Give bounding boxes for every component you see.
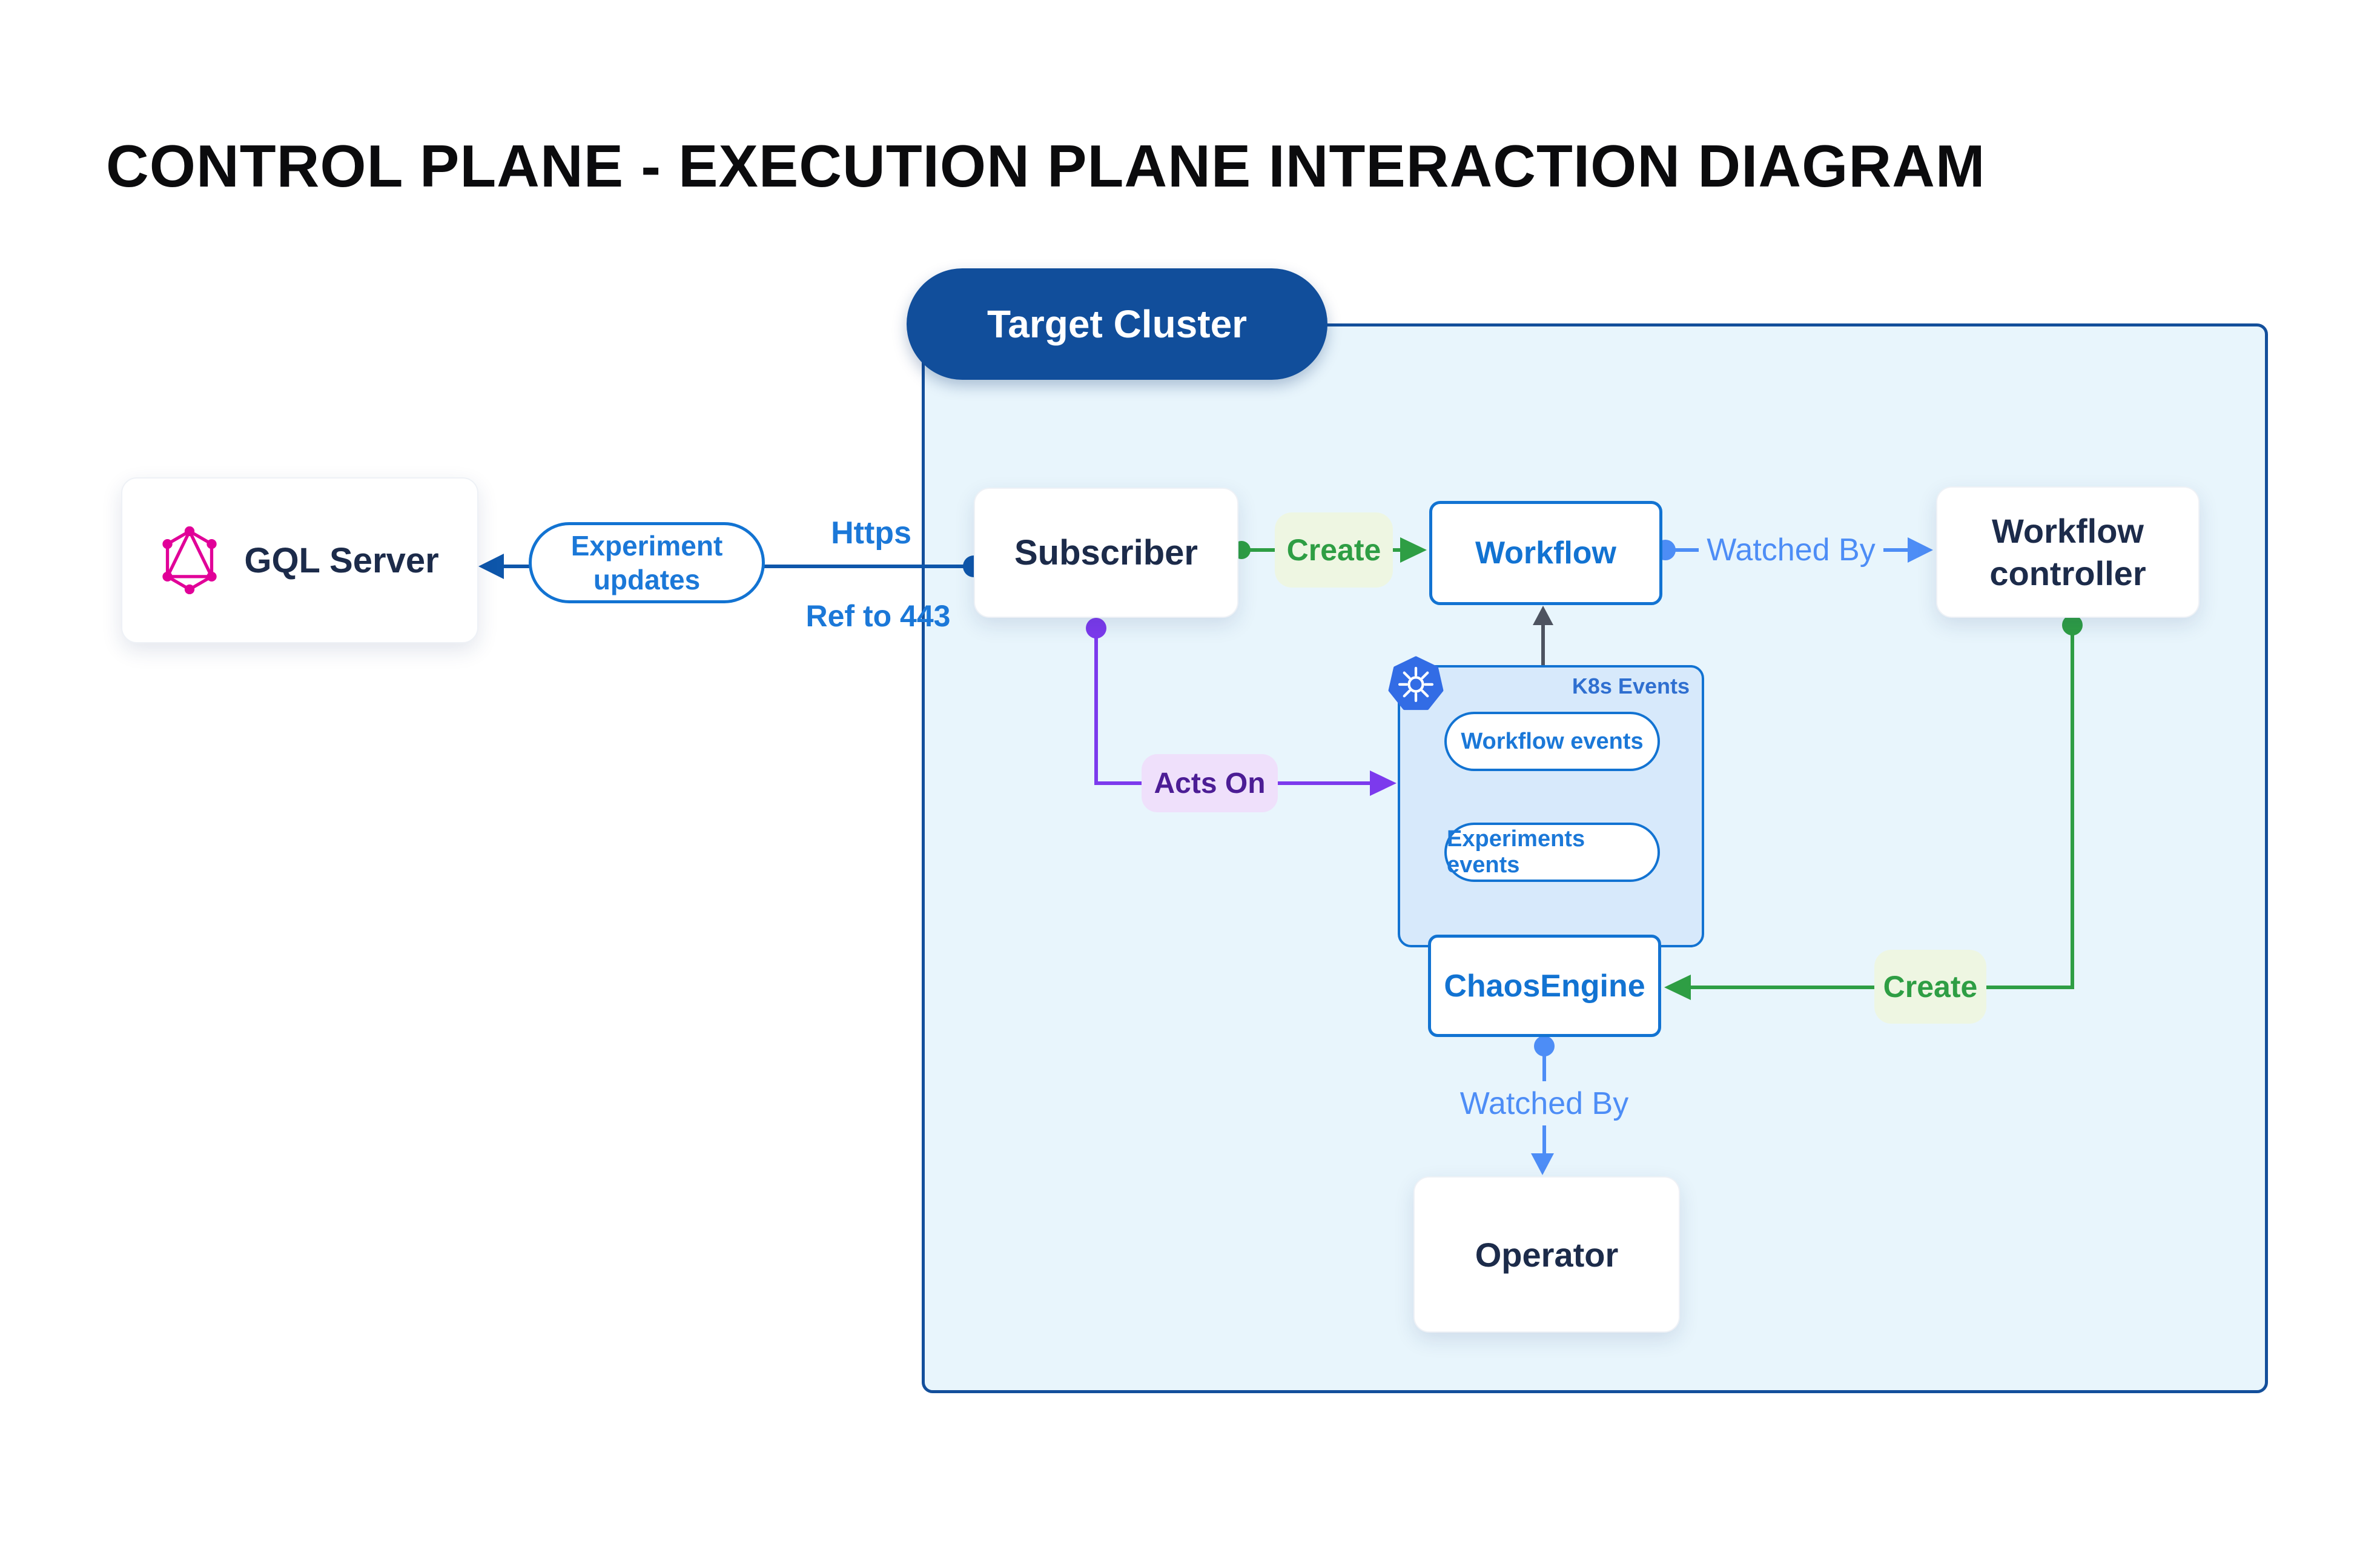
experiment-updates-line2: updates <box>593 564 701 595</box>
k8s-events-label: K8s Events <box>1572 674 1690 698</box>
gql-server-label: GQL Server <box>244 540 439 580</box>
node-workflow-controller: Workflow controller <box>1936 486 2200 618</box>
label-https: Https <box>831 515 911 551</box>
label-experiment-updates: Experiment updates <box>529 522 765 603</box>
arrowhead-to-k8s-events <box>1370 770 1397 796</box>
workflow-label: Workflow <box>1475 535 1617 571</box>
label-create-chaosengine: Create <box>1874 950 1986 1024</box>
connector-watchedby2-line-a <box>1542 1046 1546 1081</box>
workflow-controller-line2: controller <box>1989 554 2146 592</box>
node-subscriber: Subscriber <box>974 488 1238 618</box>
label-acts-on: Acts On <box>1142 754 1278 812</box>
node-gql-server: GQL Server <box>121 477 478 643</box>
arrowhead-up-to-workflow <box>1533 606 1553 625</box>
pill-workflow-events: Workflow events <box>1444 712 1660 771</box>
pill-experiments-events: Experiments events <box>1444 823 1660 882</box>
label-watched-by-operator: Watched By <box>1459 1086 1629 1121</box>
target-cluster-label: Target Cluster <box>987 302 1248 346</box>
node-workflow: Workflow <box>1429 501 1662 605</box>
label-watched-by-workflow: Watched By <box>1699 528 1883 572</box>
arrowhead-to-chaosengine <box>1664 975 1691 1000</box>
arrowhead-to-gql-server <box>478 554 504 579</box>
experiment-updates-line1: Experiment <box>570 530 723 562</box>
connector-k8s-top-line <box>1541 624 1545 703</box>
node-operator: Operator <box>1413 1176 1680 1333</box>
kubernetes-icon <box>1387 654 1445 712</box>
connector-watchedby2-line-b <box>1542 1125 1546 1155</box>
label-create-workflow: Create <box>1275 512 1393 588</box>
workflow-controller-line1: Workflow <box>1992 511 2144 550</box>
operator-label: Operator <box>1475 1235 1619 1274</box>
connector-create2-vline <box>2071 625 2074 989</box>
subscriber-label: Subscriber <box>1014 533 1198 572</box>
arrowhead-to-workflow <box>1400 537 1427 563</box>
node-chaos-engine: ChaosEngine <box>1428 935 1661 1037</box>
connector-actson-vline <box>1094 628 1098 783</box>
arrowhead-to-workflow-controller <box>1908 537 1933 563</box>
arrowhead-down-to-operator <box>1531 1153 1554 1175</box>
target-cluster-pill: Target Cluster <box>907 268 1327 380</box>
diagram-title: CONTROL PLANE - EXECUTION PLANE INTERACT… <box>106 133 1986 199</box>
label-ref-443: Ref to 443 <box>805 599 951 633</box>
chaos-engine-label: ChaosEngine <box>1444 968 1645 1004</box>
graphql-icon <box>160 526 219 594</box>
